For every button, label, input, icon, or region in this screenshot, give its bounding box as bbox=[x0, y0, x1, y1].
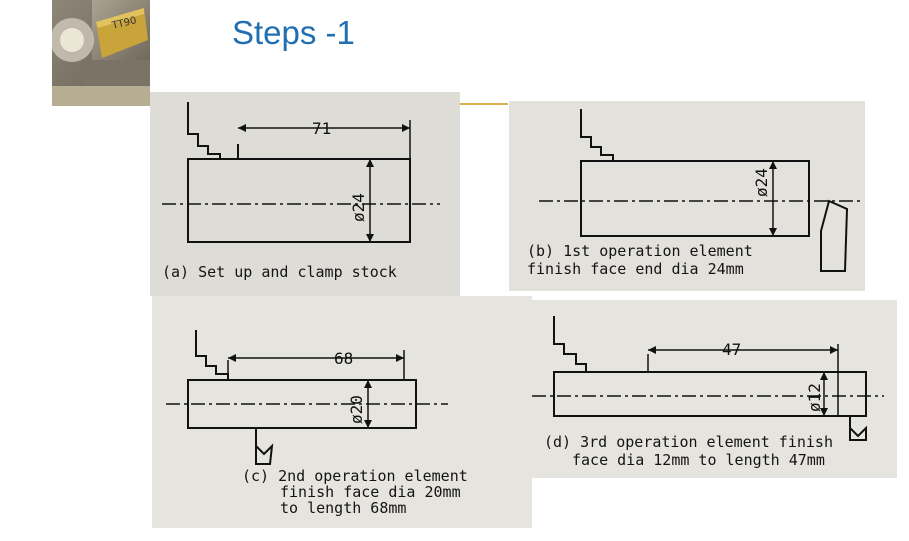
dimension-diameter-12: ø12 bbox=[805, 383, 824, 412]
slide-title: Steps -1 bbox=[232, 14, 355, 51]
caption-d-line2: face dia 12mm to length 47mm bbox=[572, 451, 825, 469]
dimension-length-71: 71 bbox=[312, 119, 331, 138]
figure-panel-c: 68 ø20 (c) 2nd operation element finish … bbox=[152, 296, 532, 528]
caption-a: (a) Set up and clamp stock bbox=[162, 263, 397, 281]
lathe-photo: TT90 bbox=[52, 0, 150, 106]
caption-b-line1: (b) 1st operation element bbox=[527, 242, 753, 260]
dimension-diameter-24: ø24 bbox=[349, 193, 368, 222]
title-rule bbox=[460, 103, 508, 105]
figure-panel-b: ø24 (b) 1st operation element finish fac… bbox=[509, 101, 865, 291]
figure-panel-a: 71 ø24 (a) Set up and clamp stock bbox=[150, 92, 460, 296]
caption-c-line2: finish face dia 20mm bbox=[280, 483, 461, 501]
caption-b-line2: finish face end dia 24mm bbox=[527, 260, 744, 278]
dimension-diameter-24-b: ø24 bbox=[752, 168, 771, 197]
dimension-length-68: 68 bbox=[334, 349, 353, 368]
caption-d-line1: (d) 3rd operation element finish bbox=[544, 433, 833, 451]
figure-panel-d: 47 ø12 (d) 3rd operation element finish … bbox=[532, 300, 897, 478]
dimension-diameter-20: ø20 bbox=[347, 395, 366, 424]
caption-c-line1: (c) 2nd operation element bbox=[242, 467, 468, 485]
dimension-length-47: 47 bbox=[722, 340, 741, 359]
caption-c-line3: to length 68mm bbox=[280, 499, 407, 517]
